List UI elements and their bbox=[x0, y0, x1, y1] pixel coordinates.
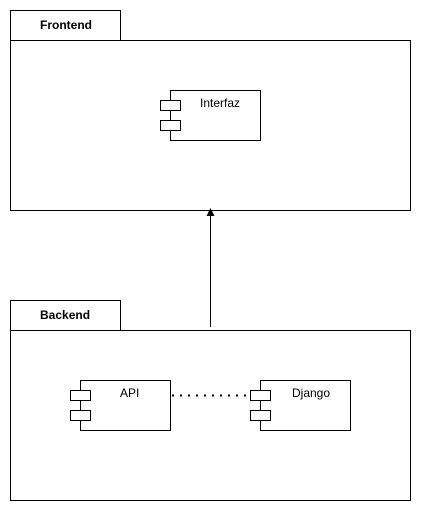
django-component-port-bottom bbox=[250, 410, 271, 421]
interfaz-component[interactable]: Interfaz bbox=[160, 90, 261, 141]
api-component[interactable]: API bbox=[70, 380, 171, 431]
django-component-label: Django bbox=[292, 386, 330, 400]
frontend-package-title: Frontend bbox=[40, 18, 92, 32]
django-component-body bbox=[260, 380, 351, 431]
interfaz-component-port-top bbox=[160, 100, 181, 111]
django-component[interactable]: Django bbox=[250, 380, 351, 431]
backend-package-title: Backend bbox=[40, 308, 90, 322]
interfaz-component-body bbox=[170, 90, 261, 141]
api-component-body bbox=[80, 380, 171, 431]
api-component-port-bottom bbox=[70, 410, 91, 421]
interfaz-component-label: Interfaz bbox=[200, 96, 240, 110]
api-component-port-top bbox=[70, 390, 91, 401]
api-component-label: API bbox=[120, 386, 139, 400]
django-component-port-top bbox=[250, 390, 271, 401]
interfaz-component-port-bottom bbox=[160, 120, 181, 131]
frontend-package-tab bbox=[10, 10, 121, 41]
backend-package-tab bbox=[10, 300, 121, 331]
